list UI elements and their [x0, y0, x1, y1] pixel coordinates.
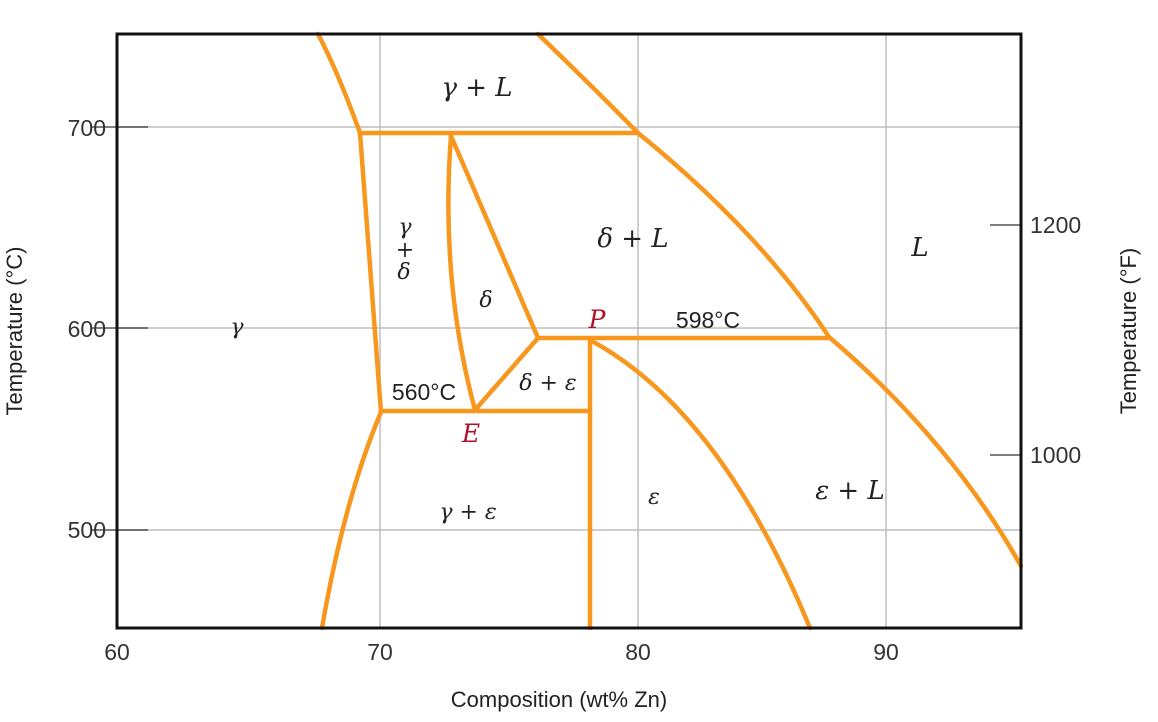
label-gamma-delta-bottom: δ — [397, 260, 410, 285]
tick-marks — [92, 126, 1021, 531]
y-axis-title-right: Temperature (°F) — [1116, 248, 1141, 415]
liquidus-delta-L — [635, 130, 832, 340]
label-gamma-delta-plus: + — [396, 238, 414, 263]
x-tick-label: 80 — [625, 639, 651, 665]
label-liquid: L — [910, 233, 928, 263]
label-gamma: γ — [230, 315, 244, 340]
phase-region-labels: γ + L γ γ + δ δ δ + L L δ + ε γ + ε ε ε … — [230, 73, 928, 525]
y-tick-label-right: 1000 — [1030, 442, 1081, 468]
x-tick-labels: 60 70 80 90 — [104, 639, 899, 665]
y-tick-labels-left: 500 600 700 — [68, 115, 106, 543]
label-epsilon: ε — [648, 485, 660, 510]
label-delta: δ — [479, 288, 492, 313]
label-delta-plus-epsilon: δ + ε — [519, 371, 576, 396]
x-tick-label: 60 — [104, 639, 130, 665]
delta-left-boundary — [446, 133, 478, 413]
gridlines — [117, 34, 1021, 628]
y-tick-label-right: 1200 — [1030, 212, 1081, 238]
y-axis-title-left: Temperature (°C) — [2, 247, 27, 416]
y-tick-label-left: 700 — [68, 115, 106, 141]
solvus-gamma-epsilon — [319, 409, 384, 631]
peritectic-temperature-label: 598°C — [676, 307, 740, 333]
plot-frame — [115, 32, 1023, 630]
liquidus-gamma — [315, 31, 363, 136]
liquidus-epsilon — [826, 334, 1024, 569]
liquidus-delta — [535, 31, 641, 136]
y-tick-labels-right: 1000 1200 — [1030, 212, 1081, 468]
eutectoid-point-label: E — [461, 419, 480, 448]
epsilon-solidus — [587, 337, 813, 631]
label-epsilon-plus-liquid: ε + L — [815, 476, 885, 506]
y-tick-label-left: 500 — [68, 517, 106, 543]
eutectoid-temperature-label: 560°C — [392, 379, 456, 405]
label-gamma-plus-epsilon: γ + ε — [439, 500, 496, 525]
x-tick-label: 70 — [367, 639, 393, 665]
delta-right-boundary — [448, 133, 541, 341]
x-tick-label: 90 — [873, 639, 899, 665]
peritectic-point-label: P — [588, 305, 607, 334]
delta-epsilon-boundary — [472, 335, 541, 413]
solvus-gamma-delta — [357, 130, 384, 415]
label-gamma-delta-top: γ — [398, 215, 412, 240]
y-tick-label-left: 600 — [68, 316, 106, 342]
label-gamma-plus-liquid: γ + L — [441, 73, 512, 103]
label-delta-plus-liquid: δ + L — [597, 224, 668, 254]
phase-boundaries — [315, 31, 1024, 631]
x-axis-title: Composition (wt% Zn) — [451, 687, 667, 712]
